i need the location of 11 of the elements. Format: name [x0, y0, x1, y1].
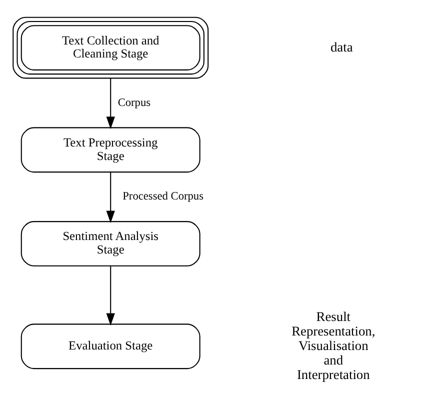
arrow — [106, 78, 114, 129]
arrow — [106, 266, 114, 326]
label: Result Representation, Visualisation and Interpretation — [291, 308, 375, 382]
label: data — [330, 38, 352, 54]
node-box: Sentiment Analysis Stage — [20, 220, 200, 266]
node-box: Text Collection and Cleaning Stage — [12, 16, 208, 78]
arrow — [106, 172, 114, 223]
edge-label: Corpus — [117, 96, 150, 108]
node-box: Evaluation Stage — [20, 323, 200, 369]
edge-label: Processed Corpus — [122, 190, 204, 202]
node-box: Text Preprocessing Stage — [20, 126, 200, 172]
